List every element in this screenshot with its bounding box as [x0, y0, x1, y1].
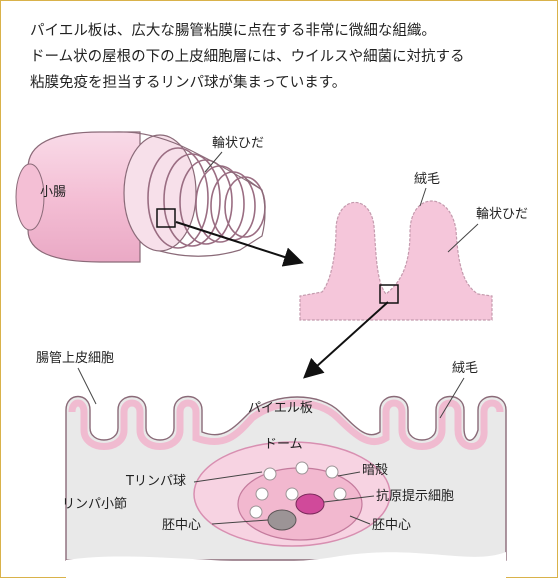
zoom-box-1: [156, 208, 176, 228]
leader-epithelial-cells: [77, 367, 97, 405]
label-germinal-center-2: 胚中心: [372, 518, 411, 533]
leader-antigen-presenting-cell: [323, 495, 375, 503]
label-intestinal-epithelial-cells: 腸管上皮細胞: [36, 351, 114, 366]
leader-circular-folds-1: [204, 151, 223, 173]
zoom-arrow-1: [175, 221, 304, 267]
leader-villi-1: [419, 187, 427, 207]
label-antigen-presenting-cell: 抗原提示細胞: [376, 488, 454, 504]
leader-t-lymphocyte: [193, 471, 263, 483]
intro-line-2: ドーム状の屋根の下の上皮細胞層には、ウイルスや細菌に対抗する: [30, 49, 465, 65]
leader-dark-shell: [337, 471, 361, 477]
zoom-arrow-2: [303, 301, 389, 379]
germinal-center-cell: [267, 509, 297, 531]
label-germinal-center-1: 胚中心: [162, 518, 201, 533]
intro-line-3: 粘膜免疫を担当するリンパ球が集まっています。: [30, 75, 347, 91]
label-peyers-patch: パイエル板: [248, 401, 313, 416]
peyers-patch-section: [65, 395, 507, 580]
label-dome: ドーム: [264, 437, 303, 452]
leader-germinal-center-2: [349, 515, 371, 525]
label-circular-folds-2: 輪状ひだ: [476, 206, 528, 222]
label-lymph-node: リンパ小節: [62, 497, 127, 512]
label-dark-shell: 暗殻: [362, 463, 388, 478]
t-lymphocytes: [249, 461, 347, 519]
zoom-box-2: [379, 284, 399, 304]
label-t-lymphocyte: Tリンパ球: [125, 474, 186, 489]
intro-line-1: パイエル板は、広大な腸管粘膜に点在する非常に微細な組織。: [30, 23, 436, 39]
intro-text: パイエル板は、広大な腸管粘膜に点在する非常に微細な組織。 ドーム状の屋根の下の上…: [30, 18, 540, 96]
villi-cross-section: [299, 200, 493, 321]
label-small-intestine: 小腸: [40, 185, 66, 200]
label-villi-2: 絨毛: [452, 361, 478, 376]
label-villi-1: 絨毛: [414, 172, 440, 187]
antigen-presenting-cell: [295, 493, 325, 515]
leader-germinal-center-1: [211, 519, 269, 525]
leader-circular-folds-2: [447, 223, 479, 253]
label-circular-folds-1: 輪状ひだ: [212, 135, 264, 151]
leader-villi-2: [439, 377, 465, 419]
